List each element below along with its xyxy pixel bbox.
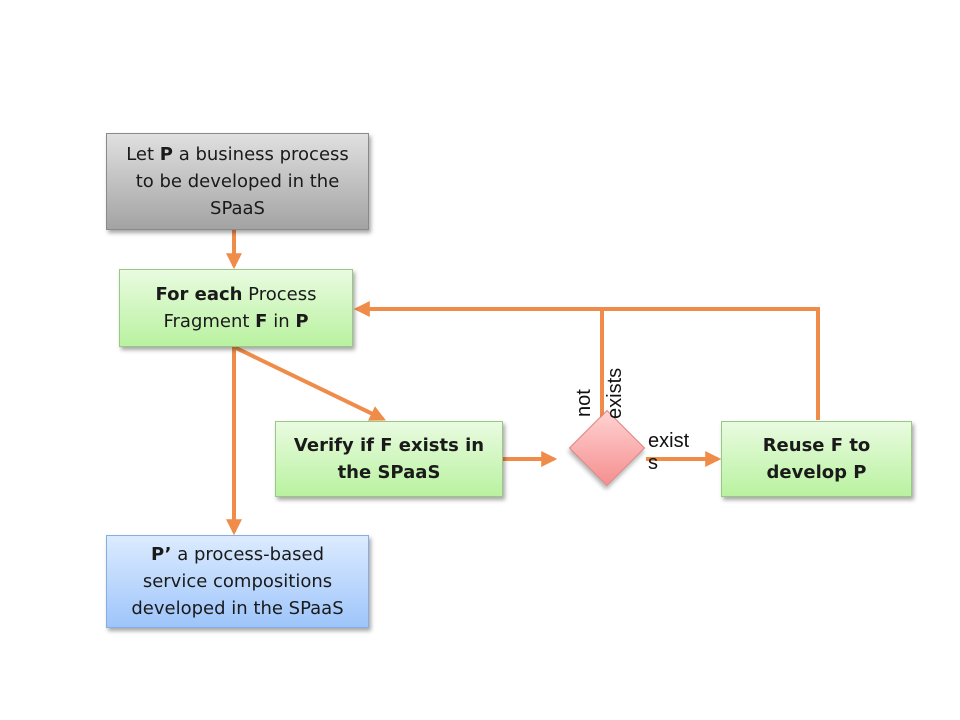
verify-fragment-text: Verify if F exists in the SPaaS <box>293 435 485 483</box>
result-composition-text: P’ a process-based service compositions … <box>131 544 344 619</box>
arrow-reuse-loop <box>602 307 820 420</box>
label-exists-vertical: exists <box>604 367 626 419</box>
start-process-text: Let P a business process to be developed… <box>126 144 349 219</box>
reuse-fragment-text: Reuse F to develop P <box>762 435 871 483</box>
label-exists-branch: exist s <box>648 430 690 474</box>
start-process-box: Let P a business process to be developed… <box>106 133 369 230</box>
result-composition-box: P’ a process-based service compositions … <box>106 535 369 628</box>
arrow-loop-to-verify <box>233 345 386 421</box>
reuse-fragment-box: Reuse F to develop P <box>721 421 912 497</box>
label-not: not <box>573 389 595 417</box>
for-each-fragment-text: For each Process Fragment F in P <box>155 284 317 332</box>
verify-fragment-box: Verify if F exists in the SPaaS <box>275 421 503 497</box>
for-each-fragment-box: For each Process Fragment F in P <box>119 269 353 347</box>
arrow-decision-not-exists-loop <box>353 301 604 421</box>
